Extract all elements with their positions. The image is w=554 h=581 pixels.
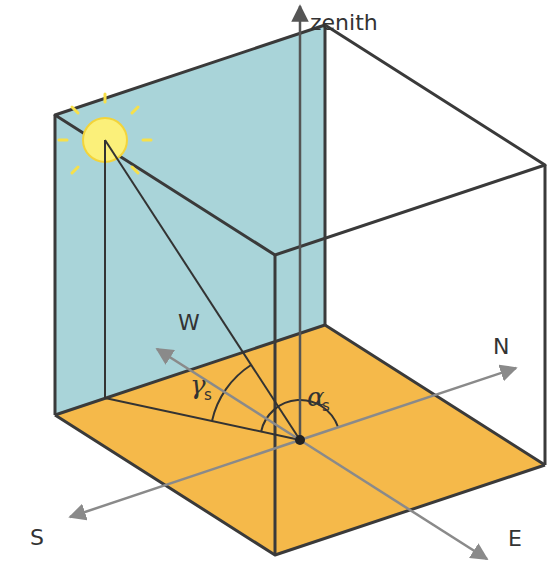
angle-subscript: s [204,388,212,403]
wall-face [55,25,325,415]
observer-point [295,435,305,445]
zenith-axis [299,6,302,440]
direction-label: W [178,312,200,334]
direction-label: S [30,527,44,549]
angle-subscript: s [322,399,330,414]
angle-symbol: α [307,384,325,410]
angle-symbol: γ [190,372,206,398]
compass-axes [70,349,516,559]
direction-label: E [508,528,522,550]
sun-geometry-lines [105,140,338,440]
direction-label: N [493,336,509,358]
axis-label: zenith [310,12,378,34]
